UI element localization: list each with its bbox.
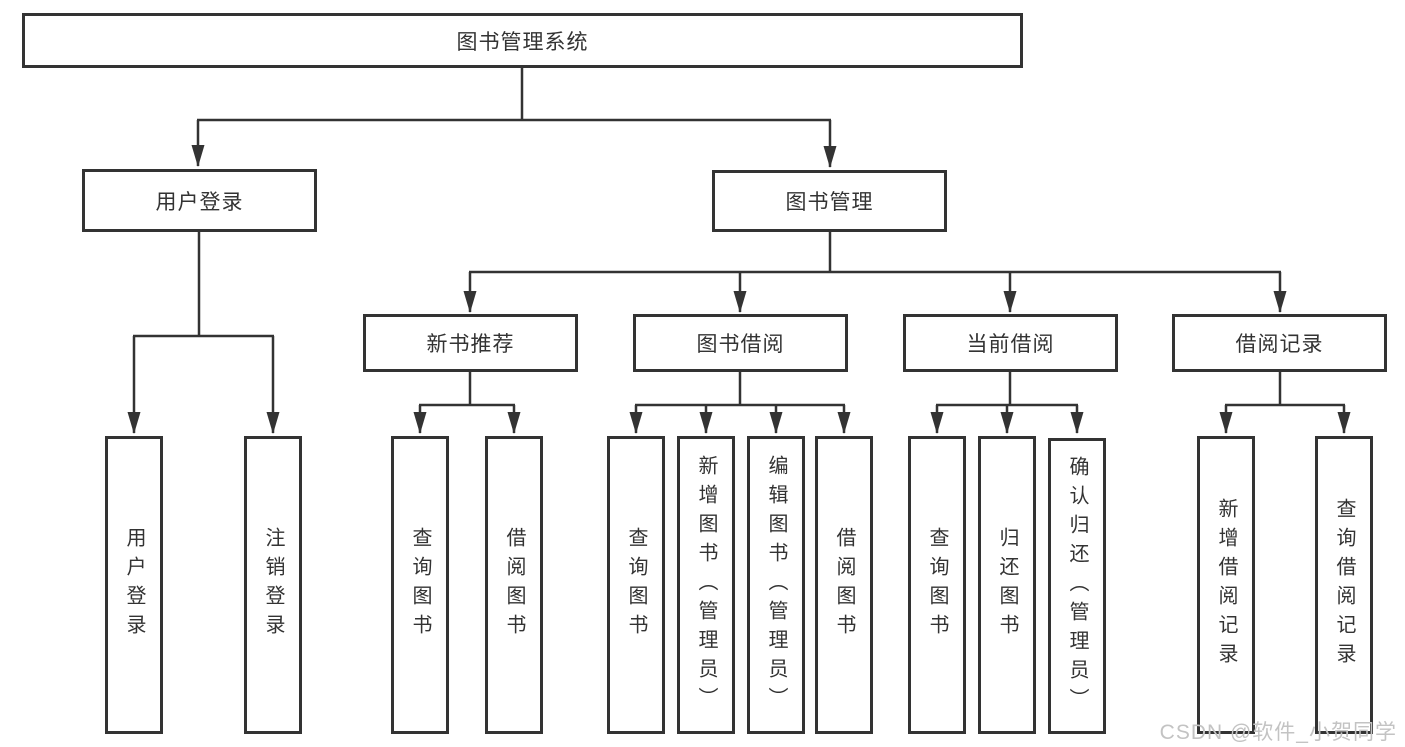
leaf-query-borrow-record: 查询借阅记录 bbox=[1315, 436, 1373, 734]
leaf-confirm-return-admin: 确认归还（管理员） bbox=[1048, 438, 1106, 734]
node-label: 确认归还（管理员） bbox=[1066, 455, 1088, 717]
node-new-book-recommend: 新书推荐 bbox=[363, 314, 578, 372]
node-label: 图书借阅 bbox=[696, 333, 785, 356]
leaf-borrow-books-recommend: 借阅图书 bbox=[485, 436, 543, 734]
node-label: 查询图书 bbox=[926, 527, 948, 643]
node-label: 查询图书 bbox=[625, 527, 647, 643]
node-label: 图书管理 bbox=[785, 191, 874, 214]
node-label: 用户登录 bbox=[155, 190, 244, 214]
leaf-query-books-recommend: 查询图书 bbox=[391, 436, 449, 734]
node-label: 归还图书 bbox=[996, 527, 1018, 643]
csdn-watermark: CSDN @软件_小贺同学 bbox=[1159, 721, 1397, 744]
leaf-query-books-current: 查询图书 bbox=[908, 436, 966, 734]
node-label: 借阅图书 bbox=[833, 527, 855, 643]
node-label: 新增图书（管理员） bbox=[695, 454, 717, 716]
node-label: 借阅图书 bbox=[503, 527, 525, 643]
node-book-management: 图书管理 bbox=[712, 170, 947, 232]
leaf-query-books-borrow: 查询图书 bbox=[607, 436, 665, 734]
node-current-borrow: 当前借阅 bbox=[903, 314, 1118, 372]
node-label: 查询图书 bbox=[409, 527, 431, 643]
leaf-add-borrow-record: 新增借阅记录 bbox=[1197, 436, 1255, 734]
node-library-system: 图书管理系统 bbox=[22, 13, 1023, 68]
leaf-edit-book-admin: 编辑图书（管理员） bbox=[747, 436, 805, 734]
node-label: 新增借阅记录 bbox=[1215, 498, 1237, 672]
node-label: 新书推荐 bbox=[426, 333, 515, 356]
node-user-login: 用户登录 bbox=[82, 169, 317, 232]
node-label: 图书管理系统 bbox=[456, 30, 589, 54]
leaf-user-login: 用户登录 bbox=[105, 436, 163, 734]
leaf-return-book: 归还图书 bbox=[978, 436, 1036, 734]
node-label: 借阅记录 bbox=[1235, 333, 1324, 356]
node-label: 用户登录 bbox=[123, 527, 145, 643]
node-label: 编辑图书（管理员） bbox=[765, 454, 787, 716]
node-book-borrow: 图书借阅 bbox=[633, 314, 848, 372]
node-label: 查询借阅记录 bbox=[1333, 498, 1355, 672]
leaf-add-book-admin: 新增图书（管理员） bbox=[677, 436, 735, 734]
node-borrow-records: 借阅记录 bbox=[1172, 314, 1387, 372]
node-label: 当前借阅 bbox=[966, 333, 1055, 356]
node-label: 注销登录 bbox=[262, 527, 284, 643]
leaf-logout: 注销登录 bbox=[244, 436, 302, 734]
leaf-borrow-books: 借阅图书 bbox=[815, 436, 873, 734]
